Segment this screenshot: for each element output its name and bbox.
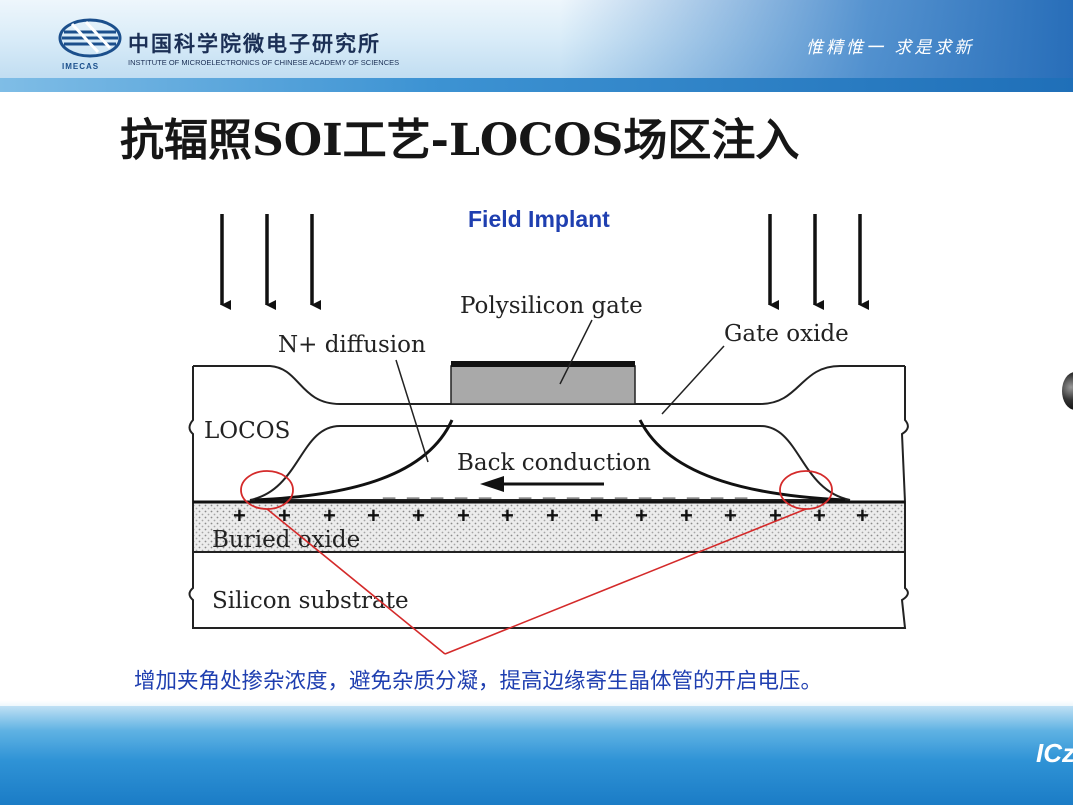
polysilicon-gate <box>450 365 636 405</box>
negative-charge: _ <box>686 476 700 501</box>
footer-brand: ICz <box>1036 738 1073 768</box>
positive-charge: + <box>769 503 782 528</box>
gate-oxide-leader <box>661 345 725 415</box>
field-implant-label: Field Implant <box>468 206 610 232</box>
positive-charge: + <box>546 503 559 528</box>
gate-oxide-label: Gate oxide <box>724 321 849 347</box>
negative-charge: _ <box>734 476 748 501</box>
n-diffusion-leader <box>395 359 429 463</box>
left-pointer-line <box>266 508 446 655</box>
positive-charge: + <box>501 503 514 528</box>
slide-title: 抗辐照SOI工艺-LOCOS场区注入 <box>120 115 800 166</box>
positive-charges: + + + + + + + + + + + + + + + <box>233 503 869 528</box>
negative-charge: _ <box>430 476 444 501</box>
positive-charge: + <box>680 503 693 528</box>
negative-charge: _ <box>566 476 580 501</box>
header-gradient <box>560 0 1073 80</box>
negative-charge: _ <box>614 476 628 501</box>
back-conduction-arrowhead <box>480 476 504 492</box>
positive-charge: + <box>813 503 826 528</box>
n-diffusion-boundary-left <box>254 419 454 502</box>
positive-charge: + <box>412 503 425 528</box>
org-name-en: INSTITUTE OF MICROELECTRONICS OF CHINESE… <box>128 58 400 67</box>
negative-charge: _ <box>590 476 604 501</box>
locos-label: LOCOS <box>204 418 290 444</box>
negative-charge: _ <box>518 476 532 501</box>
silicon-island <box>249 425 851 501</box>
back-conduction-label: Back conduction <box>457 450 651 476</box>
logo-text: IMECAS <box>62 62 100 71</box>
implant-arrows-left <box>220 214 321 310</box>
negative-charge: _ <box>406 476 420 501</box>
positive-charge: + <box>635 503 648 528</box>
positive-charge: + <box>856 503 869 528</box>
positive-charge: + <box>278 503 291 528</box>
buried-oxide-layer <box>192 501 906 553</box>
right-break-edge <box>900 366 909 503</box>
positive-charge: + <box>367 503 380 528</box>
negative-charge: _ <box>454 476 468 501</box>
negative-charge: _ <box>542 476 556 501</box>
positive-charge: + <box>233 503 246 528</box>
positive-charge: + <box>590 503 603 528</box>
negative-charge: _ <box>382 476 396 501</box>
polysilicon-gate-label: Polysilicon gate <box>460 293 643 319</box>
imecas-logo-icon <box>58 18 122 58</box>
polysilicon-gate-leader <box>559 319 593 385</box>
slide-caption: 增加夹角处掺杂浓度，避免杂质分凝，提高边缘寄生晶体管的开启电压。 <box>134 669 823 694</box>
motto: 惟精惟一 求是求新 <box>806 38 975 58</box>
positive-charge: + <box>724 503 737 528</box>
silicon-substrate-label: Silicon substrate <box>212 588 409 614</box>
header-band <box>0 78 1073 92</box>
org-name-cn: 中国科学院微电子研究所 <box>128 32 381 56</box>
right-pointer-line <box>444 508 807 655</box>
left-break-edge <box>188 366 194 502</box>
buried-oxide-label: Buried oxide <box>212 527 360 553</box>
n-diffusion-boundary-right <box>638 419 846 502</box>
slide-footer <box>0 706 1073 805</box>
negative-charge: _ <box>710 476 724 501</box>
n-diffusion-label: N+ diffusion <box>278 332 426 358</box>
negative-charges: _ _ _ _ _ _ _ _ _ _ _ _ _ _ _ <box>382 476 748 501</box>
negative-charge: _ <box>662 476 676 501</box>
negative-charge: _ <box>478 476 492 501</box>
implant-arrows-right <box>768 214 869 310</box>
positive-charge: + <box>457 503 470 528</box>
negative-charge: _ <box>638 476 652 501</box>
gate-contact <box>451 361 635 367</box>
silicon-substrate-layer <box>188 551 909 629</box>
positive-charge: + <box>323 503 336 528</box>
side-marker <box>1062 372 1073 410</box>
